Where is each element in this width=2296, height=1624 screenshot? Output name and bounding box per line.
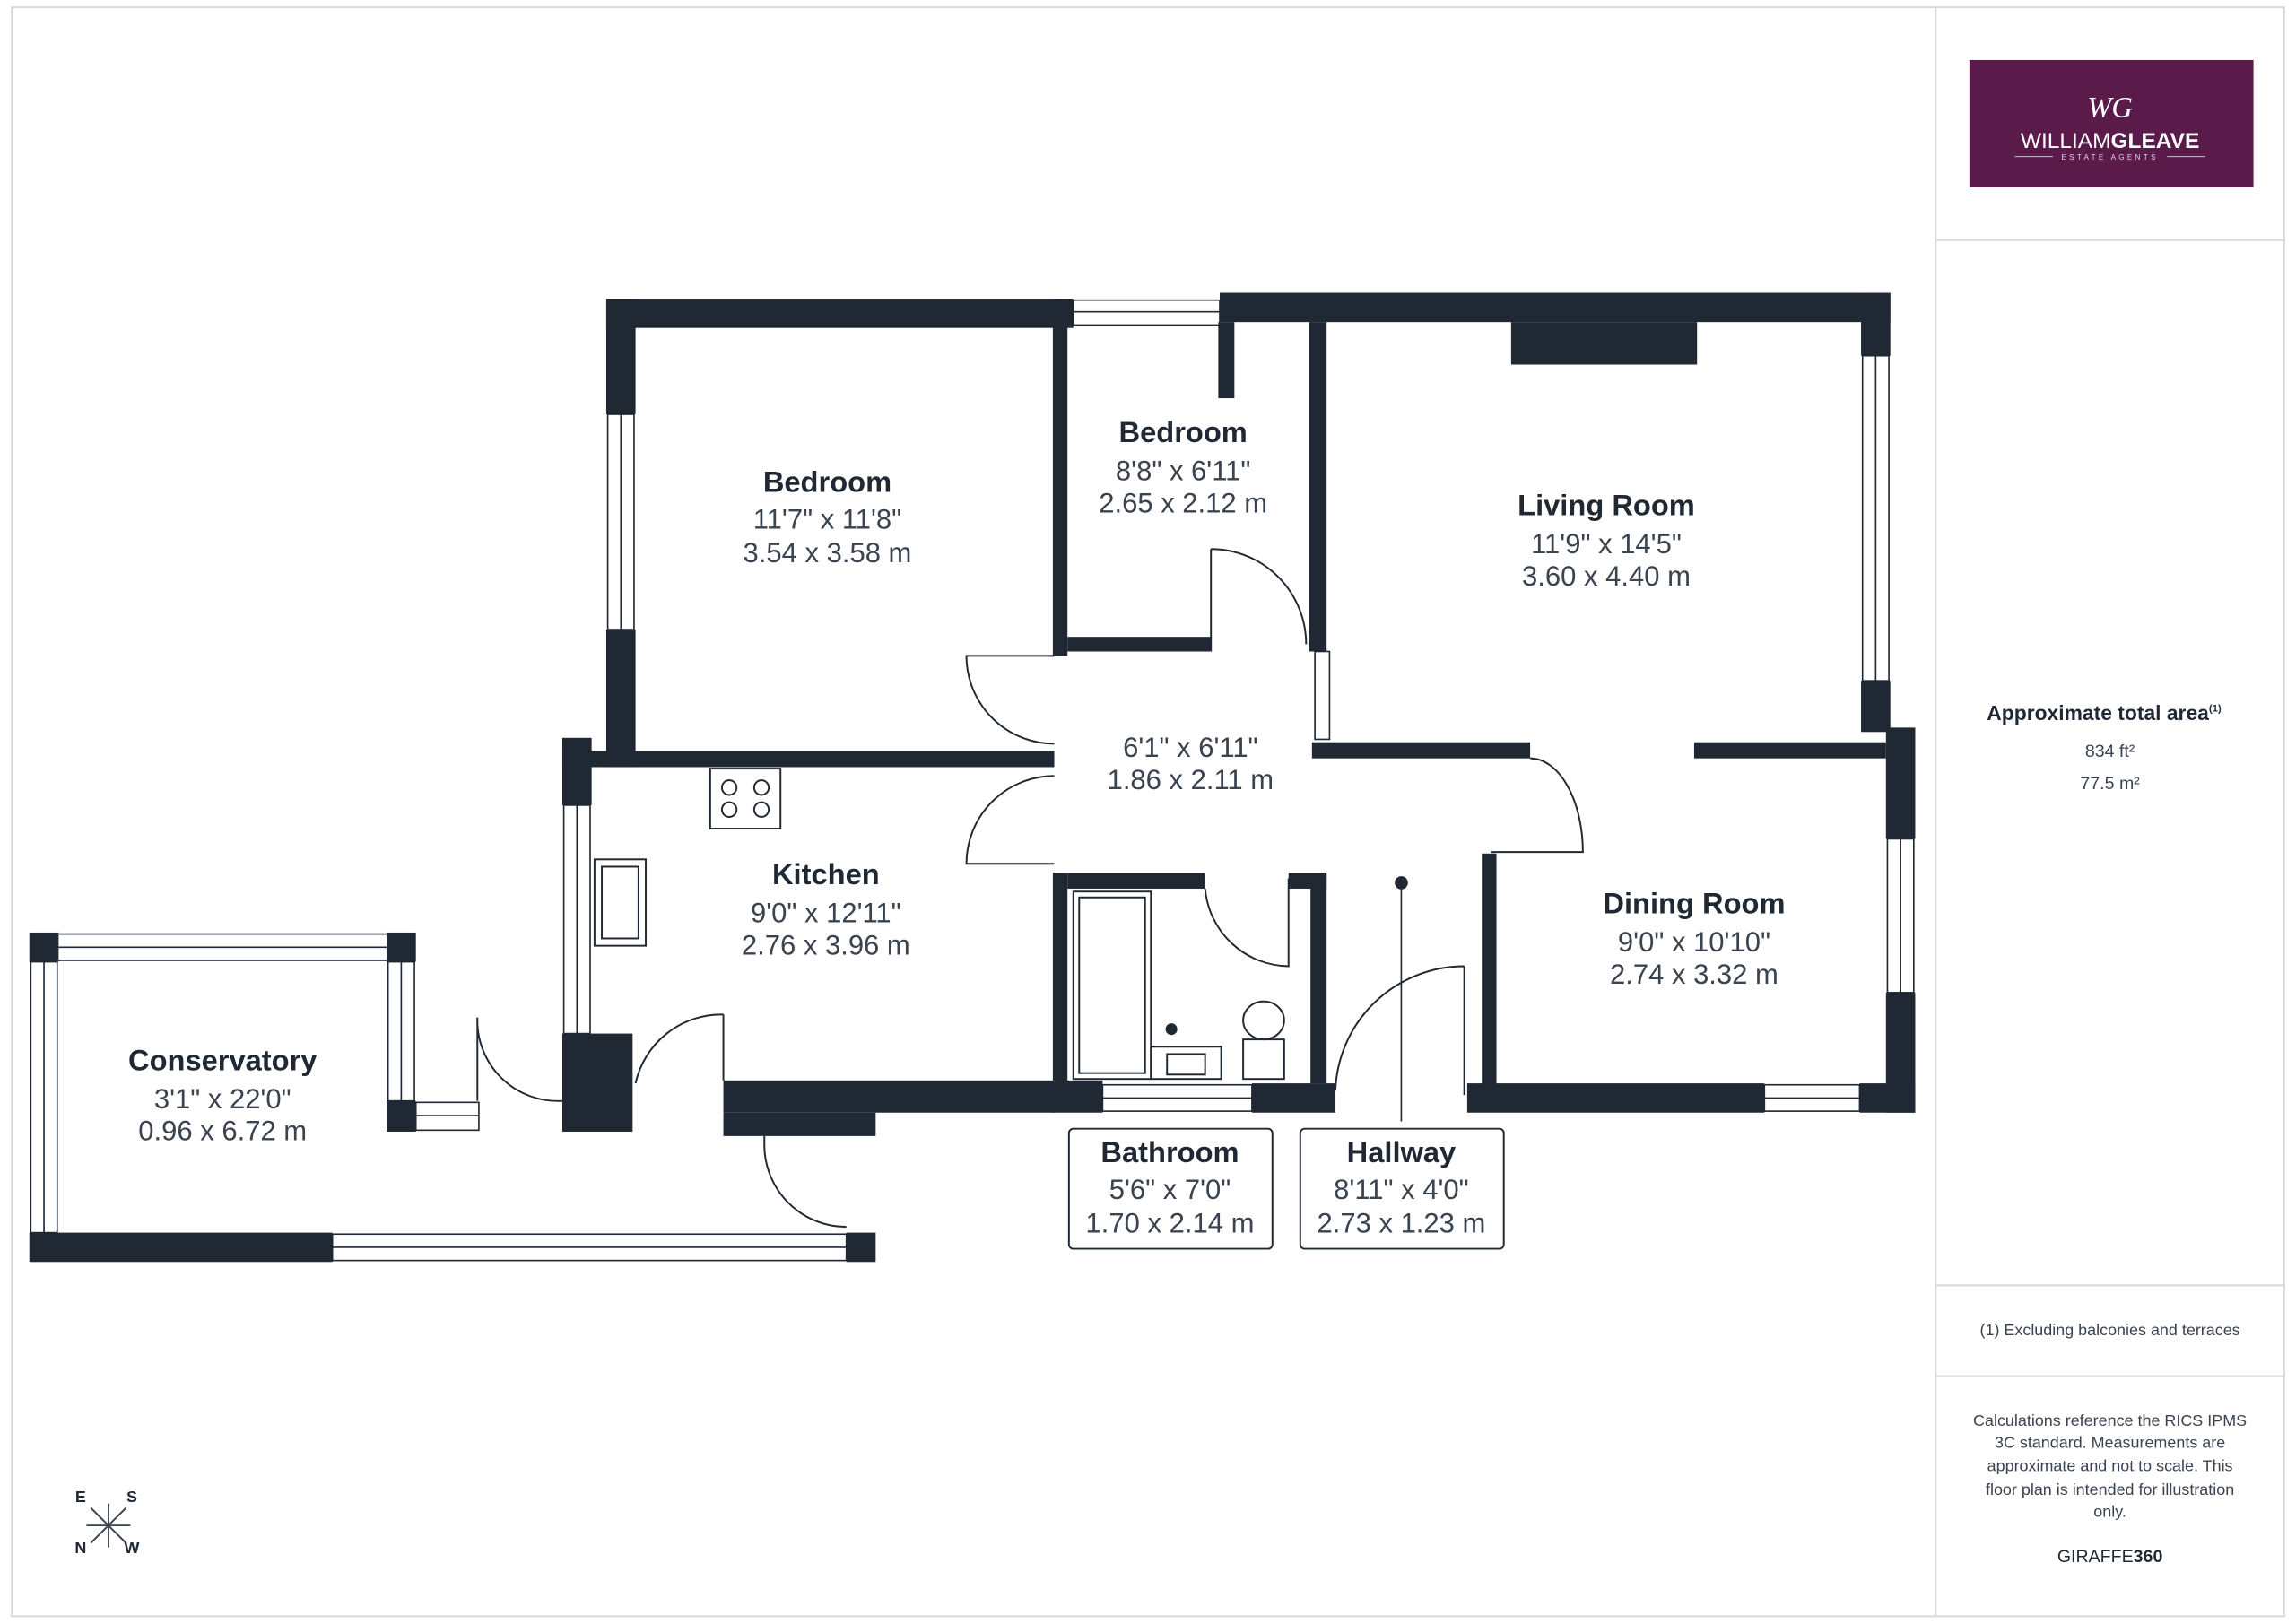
- footnote: (1) Excluding balconies and terraces: [1980, 1321, 2240, 1339]
- bath-icon: [1072, 890, 1152, 1081]
- room-name-conservatory: Conservatory: [128, 1043, 317, 1076]
- room-dim-imperial: 5'6" x 7'0": [1109, 1174, 1231, 1205]
- disclaimer-line: floor plan is intended for illustration: [1986, 1481, 2234, 1498]
- compass-label-e: E: [75, 1488, 86, 1506]
- room-dim-metric: 0.96 x 6.72 m: [138, 1116, 307, 1147]
- toilet-icon: [1242, 1000, 1285, 1081]
- room-name-bathroom: Bathroom: [1100, 1135, 1239, 1168]
- svg-text:GIRAFFE360: GIRAFFE360: [2057, 1547, 2163, 1567]
- room-dim-imperial: 6'1" x 6'11": [1123, 732, 1257, 763]
- compass-label-w: W: [125, 1539, 140, 1557]
- bathroom-label-box: [1067, 1127, 1274, 1250]
- compass-icon: E S N W: [74, 1488, 139, 1557]
- svg-text:Approximate total area(1): Approximate total area(1): [1987, 701, 2222, 725]
- room-dim-imperial: 8'8" x 6'11": [1116, 455, 1250, 486]
- logo-monogram: WG: [2087, 92, 2133, 125]
- area-footnote-mark: (1): [2209, 703, 2222, 714]
- room-dim-metric: 1.70 x 2.14 m: [1086, 1208, 1255, 1239]
- walls: [29, 292, 1916, 1263]
- brand-logo: WG WILLIAMGLEAVE ESTATE AGENTS: [1969, 59, 2254, 187]
- room-dim-imperial: 11'7" x 11'8": [753, 503, 901, 534]
- disclaimer-line: approximate and not to scale. This: [1987, 1457, 2233, 1475]
- room-dim-metric: 2.76 x 3.96 m: [742, 929, 910, 960]
- compass-label-n: N: [74, 1539, 86, 1557]
- room-dim-metric: 2.65 x 2.12 m: [1099, 487, 1267, 518]
- svg-text:WILLIAMGLEAVE: WILLIAMGLEAVE: [2021, 129, 2199, 153]
- room-name-bedroom: Bedroom: [763, 465, 891, 499]
- compass-label-s: S: [126, 1488, 137, 1506]
- room-dim-metric: 1.86 x 2.11 m: [1108, 764, 1274, 795]
- room-dim-imperial: 11'9" x 14'5": [1531, 528, 1682, 560]
- sheet-border: [11, 6, 2285, 1618]
- room-dim-metric: 3.54 x 3.58 m: [744, 537, 912, 569]
- room-dim-imperial: 9'0" x 10'10": [1618, 926, 1770, 958]
- credit-bold: 360: [2134, 1547, 2163, 1567]
- doors: [476, 548, 1584, 1229]
- disclaimer-line: 3C standard. Measurements are: [1995, 1434, 2225, 1452]
- hob-icon: [709, 768, 782, 830]
- hallway-label-box: [1299, 1127, 1505, 1250]
- room-name-dining-room: Dining Room: [1603, 887, 1785, 920]
- area-metric: 77.5 m²: [2080, 774, 2140, 794]
- room-dim-metric: 3.60 x 4.40 m: [1522, 560, 1691, 592]
- room-name-living-room: Living Room: [1518, 489, 1695, 522]
- disclaimer-line: only.: [2093, 1502, 2126, 1520]
- disclaimer-line: Calculations reference the RICS IPMS: [1973, 1411, 2247, 1429]
- room-dim-imperial: 3'1" x 22'0": [154, 1083, 291, 1115]
- room-dim-imperial: 9'0" x 12'11": [751, 898, 901, 929]
- room-name-bedroom: Bedroom: [1119, 415, 1248, 448]
- logo-tagline: ESTATE AGENTS: [2061, 153, 2158, 161]
- logo-name-bold: GLEAVE: [2111, 129, 2200, 153]
- room-name-hallway: Hallway: [1347, 1135, 1457, 1168]
- room-dim-metric: 2.74 x 3.32 m: [1610, 959, 1779, 990]
- room-dim-imperial: 8'11" x 4'0": [1334, 1174, 1468, 1205]
- room-dim-metric: 2.73 x 1.23 m: [1318, 1208, 1486, 1239]
- sink-icon: [593, 858, 648, 947]
- credit-light: GIRAFFE: [2057, 1547, 2134, 1567]
- basin-icon: [1150, 1023, 1222, 1081]
- area-imperial: 834 ft²: [2085, 742, 2135, 761]
- area-title: Approximate total area: [1987, 701, 2209, 725]
- logo-name-light: WILLIAM: [2021, 129, 2111, 153]
- room-name-kitchen: Kitchen: [772, 857, 880, 890]
